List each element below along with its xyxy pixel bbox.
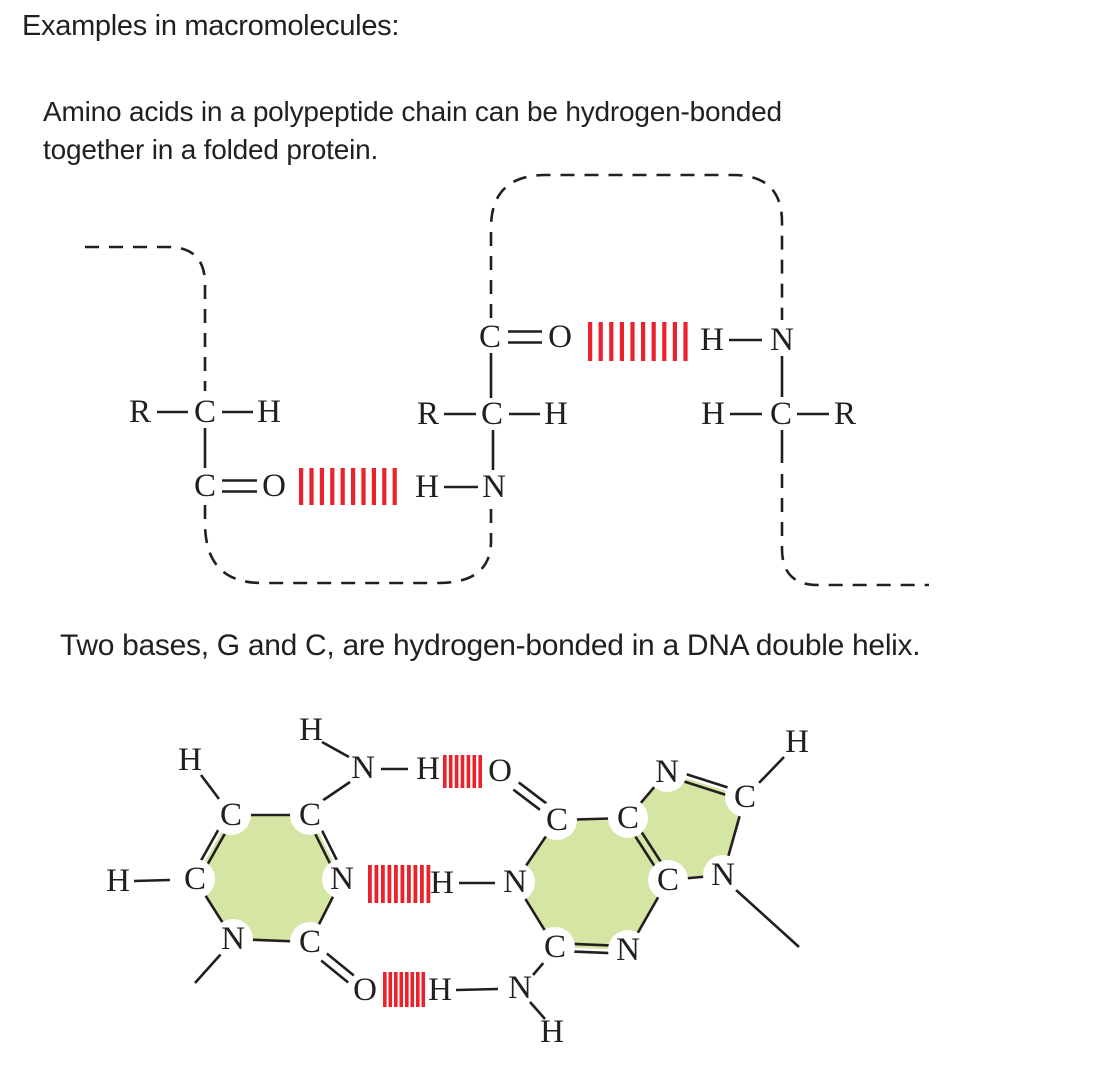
atom-hole bbox=[535, 927, 575, 967]
atom-hole bbox=[322, 859, 362, 899]
atom-label-R: R bbox=[834, 396, 856, 432]
atom-label-N: N bbox=[711, 857, 735, 893]
atom-hole bbox=[648, 860, 688, 900]
polypeptide-backbone-dashed bbox=[85, 245, 207, 391]
single-bond bbox=[455, 987, 499, 992]
atom-label-C: C bbox=[479, 319, 501, 355]
atom-label-C: C bbox=[184, 861, 206, 897]
base-ring-shading bbox=[515, 818, 668, 950]
single-bond bbox=[133, 878, 171, 883]
dna-caption: Two bases, G and C, are hydrogen-bonded … bbox=[60, 629, 921, 662]
double-bond bbox=[326, 952, 355, 977]
atom-label-H: H bbox=[178, 742, 202, 778]
atom-hole bbox=[608, 930, 648, 970]
single-bond bbox=[199, 774, 221, 800]
atom-label-N: N bbox=[351, 750, 375, 786]
atom-label-C: C bbox=[770, 396, 792, 432]
atom-label-H: H bbox=[106, 863, 130, 899]
atom-label-H: H bbox=[299, 712, 323, 748]
atom-label-O: O bbox=[488, 753, 512, 789]
double-bond bbox=[517, 781, 549, 806]
atom-label-C: C bbox=[299, 797, 321, 833]
atom-label-C: C bbox=[220, 797, 242, 833]
atom-label-C: C bbox=[544, 929, 566, 965]
atom-label-O: O bbox=[548, 319, 572, 355]
atom-label-R: R bbox=[129, 394, 151, 430]
polypeptide-hbond-diagram: C O H N R C H R C H H C R C O H N bbox=[85, 173, 929, 587]
atom-label-O: O bbox=[262, 468, 286, 504]
atom-hole bbox=[495, 862, 535, 902]
hydrogen-bond-hatch bbox=[588, 322, 688, 361]
hydrogen-bond-hatch bbox=[443, 755, 482, 788]
atom-hole bbox=[703, 855, 743, 895]
hydrogen-bond-hatch bbox=[383, 972, 426, 1007]
atom-label-N: N bbox=[770, 322, 794, 358]
atom-label-H: H bbox=[257, 394, 281, 430]
atom-label-H: H bbox=[416, 751, 440, 787]
atom-label-N: N bbox=[221, 921, 245, 957]
atom-label-H: H bbox=[428, 972, 452, 1008]
atom-label-N: N bbox=[508, 970, 532, 1006]
atom-hole bbox=[608, 798, 648, 838]
atom-label-C: C bbox=[194, 394, 216, 430]
atom-label-C: C bbox=[617, 800, 639, 836]
atom-hole bbox=[213, 919, 253, 959]
double-bond bbox=[320, 959, 349, 984]
atom-label-H: H bbox=[700, 322, 724, 358]
hydrogen-bond-hatch bbox=[299, 468, 397, 505]
protein-caption-line1: Amino acids in a polypeptide chain can b… bbox=[43, 96, 782, 127]
single-bond bbox=[532, 960, 546, 976]
atom-label-H: H bbox=[701, 396, 725, 432]
base-ring-shading bbox=[628, 772, 745, 880]
atom-label-R: R bbox=[417, 396, 439, 432]
polypeptide-backbone-dashed bbox=[203, 505, 493, 585]
atom-label-C: C bbox=[734, 779, 756, 815]
polypeptide-backbone-dashed bbox=[780, 474, 929, 587]
atom-hole bbox=[647, 752, 687, 792]
atom-label-C: C bbox=[546, 802, 568, 838]
atom-hole bbox=[175, 859, 215, 899]
single-bond bbox=[321, 780, 351, 803]
atom-label-C: C bbox=[481, 396, 503, 432]
atom-hole bbox=[290, 922, 330, 962]
atom-label-N: N bbox=[616, 932, 640, 968]
atom-label-C: C bbox=[194, 468, 216, 504]
atom-label-N: N bbox=[482, 469, 506, 505]
atom-label-H: H bbox=[785, 724, 809, 760]
atom-label-H: H bbox=[430, 865, 454, 901]
single-bond bbox=[321, 740, 350, 759]
atom-label-C: C bbox=[657, 862, 679, 898]
polypeptide-backbone-dashed bbox=[489, 173, 784, 320]
atom-label-H: H bbox=[415, 469, 439, 505]
atom-label-C: C bbox=[299, 924, 321, 960]
protein-caption: Amino acids in a polypeptide chain can b… bbox=[43, 93, 782, 169]
atom-label-H: H bbox=[544, 396, 568, 432]
atom-label-N: N bbox=[655, 754, 679, 790]
figure-title: Examples in macromolecules: bbox=[22, 10, 400, 42]
single-bond bbox=[529, 1001, 546, 1020]
single-bond bbox=[735, 889, 800, 948]
atom-hole bbox=[290, 795, 330, 835]
atom-hole bbox=[211, 795, 251, 835]
base-ring-shading bbox=[195, 815, 342, 942]
single-bond bbox=[756, 756, 785, 786]
double-bond bbox=[512, 788, 544, 813]
atom-label-N: N bbox=[330, 861, 354, 897]
atom-hole bbox=[725, 777, 765, 817]
protein-caption-line2: together in a folded protein. bbox=[43, 134, 379, 165]
atom-label-O: O bbox=[353, 972, 377, 1008]
atom-hole bbox=[537, 800, 577, 840]
single-bond bbox=[194, 953, 222, 984]
hydrogen-bond-hatch bbox=[368, 865, 431, 903]
atom-label-N: N bbox=[503, 864, 527, 900]
atom-label-H: H bbox=[540, 1014, 564, 1050]
